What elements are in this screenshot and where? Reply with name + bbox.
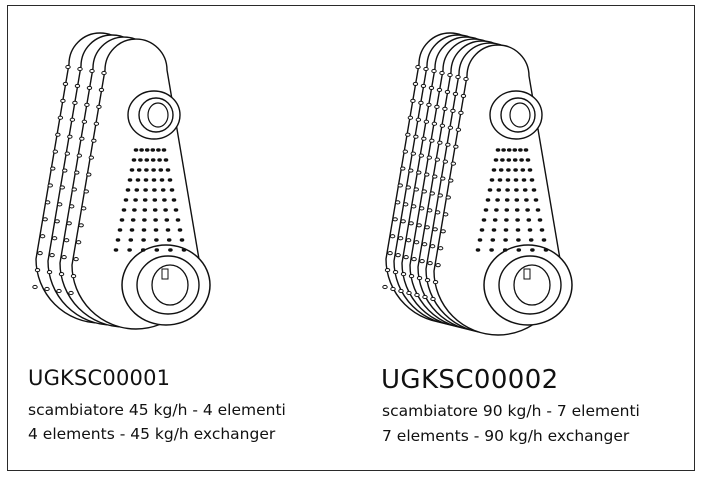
heat-exchanger-7-elements-illustration xyxy=(382,32,573,336)
product-1-description-en: 4 elements - 45 kg/h exchanger xyxy=(28,425,276,443)
product-2-description-it: scambiatore 90 kg/h - 7 elementi xyxy=(382,402,640,420)
heat-exchanger-4-elements-illustration xyxy=(32,32,211,330)
product-code-1: UGKSC00001 xyxy=(28,366,171,390)
product-2-description-en: 7 elements - 90 kg/h exchanger xyxy=(382,427,630,445)
product-1-description-it: scambiatore 45 kg/h - 4 elementi xyxy=(28,401,286,419)
product-code-2: UGKSC00002 xyxy=(381,365,559,395)
